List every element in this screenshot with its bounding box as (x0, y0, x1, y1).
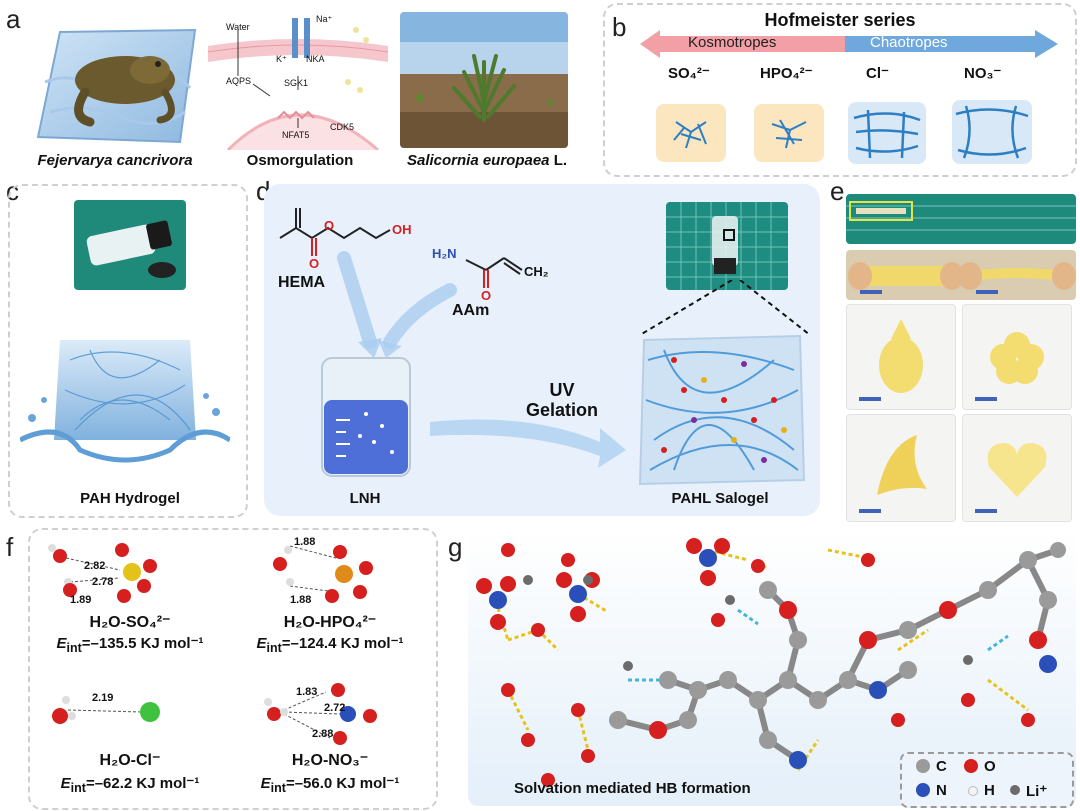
oxygen-swatch (964, 759, 978, 773)
kosmotropes-label: Kosmotropes (688, 34, 777, 51)
gelation-label: Gelation (525, 400, 598, 420)
lithium-swatch (1010, 785, 1020, 795)
stretch-photo (846, 250, 1076, 300)
osmo-caption: Osmorgulation (246, 152, 354, 169)
aam-structure: H₂N O CH₂ (430, 238, 560, 308)
chaotropes-label: Chaotropes (870, 34, 948, 51)
hpo4-molecule: 1.88 1.88 (266, 536, 386, 612)
hema-ester-o: O (324, 218, 335, 233)
network-tile-hpo4 (754, 104, 824, 162)
cl-molecule: 2.19 (44, 686, 174, 736)
pah-caption: PAH Hydrogel (80, 490, 180, 507)
hofmeister-panel (603, 3, 1077, 177)
uv-gelation-arrow (430, 402, 630, 472)
zoom-lines (630, 279, 820, 340)
network-tile-cl (848, 102, 926, 164)
aqps-label: AQPS (226, 76, 252, 86)
so4-name: H₂O-SO₄²⁻ (89, 614, 171, 631)
nitrogen-legend-label: N (936, 782, 947, 799)
na-label: Na⁺ (316, 14, 333, 24)
hydrogen-legend-label: H (984, 782, 995, 799)
cl-eint: Eint=–62.2 KJ mol⁻¹ (60, 775, 200, 795)
nka-label: NKA (306, 54, 325, 64)
dist-cl-1: 2.19 (92, 692, 114, 704)
pah-hydrogel-cube (18, 300, 232, 470)
osmoregulation-diagram: Water Na⁺ K⁺ NKA AQPS SGK1 NFAT5 CDK5 (207, 10, 389, 152)
dist-no3-1: 1.83 (296, 686, 318, 698)
pineapple-shape-photo (846, 304, 956, 410)
plant-caption: Salicornia europaea L. (406, 152, 568, 169)
ion-no3: NO₃⁻ (964, 65, 1002, 82)
ion-hpo4: HPO₄²⁻ (760, 65, 813, 82)
water-label: Water (226, 22, 250, 32)
hema-carbonyl-o: O (309, 256, 320, 271)
dist-no3-3: 2.88 (312, 728, 334, 740)
hpo4-name: H₂O-HPO₄²⁻ (283, 614, 377, 631)
cdk5-label: CDK5 (330, 122, 355, 132)
dist-so4-3: 1.89 (70, 594, 92, 606)
hydrogen-swatch (968, 786, 978, 796)
carbon-swatch (916, 759, 930, 773)
monomer-arrows (330, 250, 460, 360)
flower-shape-photo (962, 304, 1072, 410)
atom-legend: C O N H Li⁺ (900, 752, 1074, 808)
so4-eint: Eint=–135.5 KJ mol⁻¹ (56, 635, 204, 655)
dist-so4-2: 2.78 (92, 576, 114, 588)
hpo4-eint: Eint=–124.4 KJ mol⁻¹ (256, 635, 404, 655)
aam-ch2: CH₂ (524, 264, 549, 279)
dist-no3-2: 2.72 (324, 702, 346, 714)
lithium-legend-label: Li⁺ (1026, 783, 1048, 800)
hema-oh: OH (392, 222, 412, 237)
hofmeister-title: Hofmeister series (764, 10, 916, 30)
dist-hpo4-1: 1.88 (294, 536, 316, 548)
ruler-photo (846, 194, 1076, 244)
salicornia-photo (400, 12, 568, 148)
uv-label: UV (549, 380, 575, 400)
no3-molecule: 1.83 2.72 2.88 (262, 676, 382, 750)
heart-shape-photo (962, 414, 1072, 522)
frog-illustration (30, 22, 205, 147)
salogel-vial-photo (666, 202, 788, 290)
fish-shape-photo (846, 414, 956, 522)
pah-panel (8, 184, 248, 518)
no3-name: H₂O-NO₃⁻ (291, 752, 369, 769)
ion-cl: Cl⁻ (866, 65, 889, 82)
aam-carbonyl-o: O (481, 288, 492, 303)
lnh-beaker (316, 352, 416, 480)
panel-f-label: f (6, 532, 14, 562)
lnh-label: LNH (349, 490, 381, 507)
hb-caption: Solvation mediated HB formation (514, 780, 751, 797)
hofmeister-arrow (640, 28, 1060, 60)
panel-a-label: a (6, 4, 21, 34)
ion-so4: SO₄²⁻ (668, 65, 710, 82)
sgk1-label: SGK1 (284, 78, 309, 88)
carbon-legend-label: C (936, 758, 947, 775)
k-label: K⁺ (276, 54, 287, 64)
so4-molecule: 2.82 2.78 1.89 (40, 538, 170, 610)
network-tile-so4 (656, 104, 726, 162)
vial-photo (74, 200, 186, 290)
aam-amine: H₂N (432, 246, 457, 261)
panel-e-label: e (830, 176, 845, 206)
salogel-caption: PAHL Salogel (671, 490, 769, 507)
nfat5-label: NFAT5 (282, 130, 310, 140)
frog-caption: Fejervarya cancrivora (37, 152, 193, 169)
aam-label: AAm (452, 302, 490, 319)
no3-eint: Eint=–56.0 KJ mol⁻¹ (260, 775, 400, 795)
hema-structure: O O OH (272, 196, 422, 276)
panel-g-label: g (448, 532, 463, 562)
network-tile-no3 (952, 100, 1032, 164)
dist-hpo4-2: 1.88 (290, 594, 312, 606)
nitrogen-swatch (916, 783, 930, 797)
oxygen-legend-label: O (984, 758, 996, 775)
interaction-panel (28, 528, 438, 810)
hema-label: HEMA (278, 274, 326, 291)
pahl-salogel-cube (634, 320, 810, 490)
panel-b-label: b (612, 12, 627, 42)
dist-so4-1: 2.82 (84, 560, 106, 572)
cl-name: H₂O-Cl⁻ (99, 752, 161, 769)
